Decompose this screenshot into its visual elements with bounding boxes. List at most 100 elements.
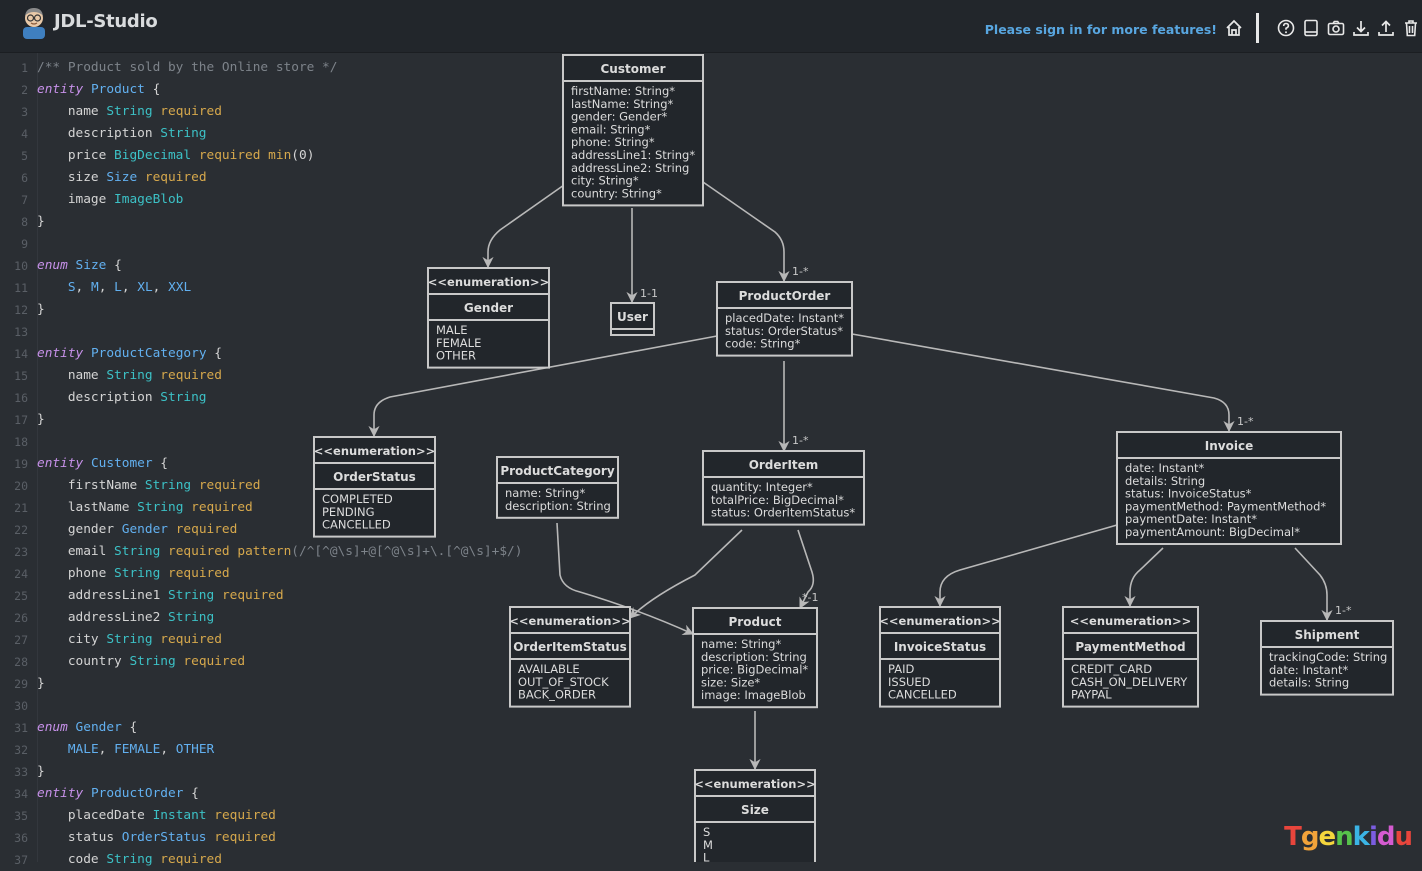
avatar[interactable]: [20, 5, 48, 39]
code-token: String: [167, 610, 215, 625]
code-line[interactable]: firstName String required: [37, 475, 261, 497]
line-number: 27: [14, 633, 28, 647]
code-line[interactable]: name String required: [37, 365, 222, 387]
code-token: String: [160, 126, 207, 141]
code-token: Customer: [90, 456, 153, 471]
line-number: 2: [21, 83, 28, 97]
code-token: OTHER: [175, 742, 215, 757]
code-line[interactable]: addressLine1 String required: [37, 585, 284, 607]
code-line[interactable]: city String required: [37, 629, 222, 651]
code-line[interactable]: entity ProductCategory {: [37, 343, 222, 365]
code-line[interactable]: enum Gender {: [37, 717, 137, 739]
code-line[interactable]: size Size required: [37, 167, 207, 189]
box-frame: [879, 606, 1001, 708]
code-line[interactable]: country String required: [37, 651, 245, 673]
trash-icon[interactable]: [1401, 18, 1421, 38]
entity-box-paymentmethod[interactable]: <<enumeration>>PaymentMethodCREDIT_CARDC…: [1062, 606, 1199, 708]
code-token: ImageBlob: [114, 192, 184, 207]
code-token: firstName: [37, 478, 145, 493]
code-token: {: [144, 82, 161, 97]
entity-box-orderstatus[interactable]: <<enumeration>>OrderStatusCOMPLETEDPENDI…: [313, 436, 436, 538]
code-line[interactable]: lastName String required: [37, 497, 253, 519]
code-line[interactable]: /** Product sold by the Online store */: [37, 57, 337, 79]
box-frame: [1260, 620, 1394, 696]
code-line[interactable]: entity Customer {: [37, 453, 168, 475]
upload-icon[interactable]: [1376, 18, 1396, 38]
entity-box-invoicestatus[interactable]: <<enumeration>>InvoiceStatusPAIDISSUEDCA…: [879, 606, 1001, 708]
code-token: image: [37, 192, 115, 207]
line-number: 22: [14, 523, 28, 537]
camera-icon[interactable]: [1326, 18, 1346, 38]
code-line[interactable]: description String: [37, 387, 207, 409]
code-token: required: [168, 566, 230, 581]
code-line[interactable]: phone String required: [37, 563, 230, 585]
code-token: ProductCategory: [90, 346, 207, 361]
code-token: required: [160, 368, 222, 383]
code-line[interactable]: }: [37, 761, 45, 783]
code-token: required: [175, 522, 238, 537]
code-token: XXL: [168, 280, 192, 295]
code-line[interactable]: name String required: [37, 101, 222, 123]
code-line[interactable]: }: [37, 299, 45, 321]
code-line[interactable]: description String: [37, 123, 207, 145]
code-token: String: [160, 390, 207, 405]
code-line[interactable]: }: [37, 409, 45, 431]
line-number: 13: [14, 325, 28, 339]
code-token: name: [37, 104, 107, 119]
code-token: required: [144, 170, 207, 185]
code-line[interactable]: placedDate Instant required: [37, 805, 276, 827]
code-line[interactable]: code String required: [37, 849, 222, 871]
code-token: entity: [37, 82, 84, 97]
code-line[interactable]: email String required pattern(/^[^@\s]+@…: [37, 541, 523, 563]
help-icon[interactable]: [1276, 18, 1296, 38]
home-icon[interactable]: [1224, 18, 1244, 38]
line-number: 25: [14, 589, 28, 603]
code-token: entity: [37, 786, 84, 801]
book-icon[interactable]: [1301, 18, 1321, 38]
code-token: Size: [106, 170, 138, 185]
code-line[interactable]: gender Gender required: [37, 519, 238, 541]
code-token: required: [214, 808, 276, 823]
box-frame: [313, 436, 436, 538]
box-frame: [509, 606, 631, 708]
sign-in-link[interactable]: Please sign in for more features!: [984, 22, 1217, 37]
entity-box-orderitemstatus[interactable]: <<enumeration>>OrderItemStatusAVAILABLEO…: [509, 606, 631, 708]
code-token: [214, 588, 222, 603]
code-line[interactable]: price BigDecimal required min(0): [37, 145, 315, 167]
line-number: 29: [14, 677, 28, 691]
code-token: required: [160, 104, 222, 119]
code-line[interactable]: status OrderStatus required: [37, 827, 276, 849]
code-line[interactable]: enum Size {: [37, 255, 122, 277]
code-token: S: [67, 280, 76, 295]
code-token: country: [37, 654, 130, 669]
code-line[interactable]: }: [37, 211, 45, 233]
code-line[interactable]: entity ProductOrder {: [37, 783, 199, 805]
code-line[interactable]: S, M, L, XL, XXL: [37, 277, 191, 299]
code-token: String: [137, 500, 184, 515]
line-number: 31: [14, 721, 28, 735]
line-number: 17: [14, 413, 28, 427]
code-token: [260, 148, 268, 163]
code-line[interactable]: MALE, FEMALE, OTHER: [37, 739, 214, 761]
code-token: min: [268, 148, 292, 163]
line-number: 18: [14, 435, 28, 449]
code-token: String: [106, 632, 153, 647]
download-icon[interactable]: [1351, 18, 1371, 38]
code-line[interactable]: addressLine2 String: [37, 607, 214, 629]
code-line[interactable]: entity Product {: [37, 79, 160, 101]
code-line[interactable]: image ImageBlob: [37, 189, 184, 211]
entity-box-user[interactable]: User: [610, 302, 655, 336]
code-line[interactable]: }: [37, 673, 45, 695]
code-token: gender: [37, 522, 122, 537]
code-token: [68, 258, 76, 273]
